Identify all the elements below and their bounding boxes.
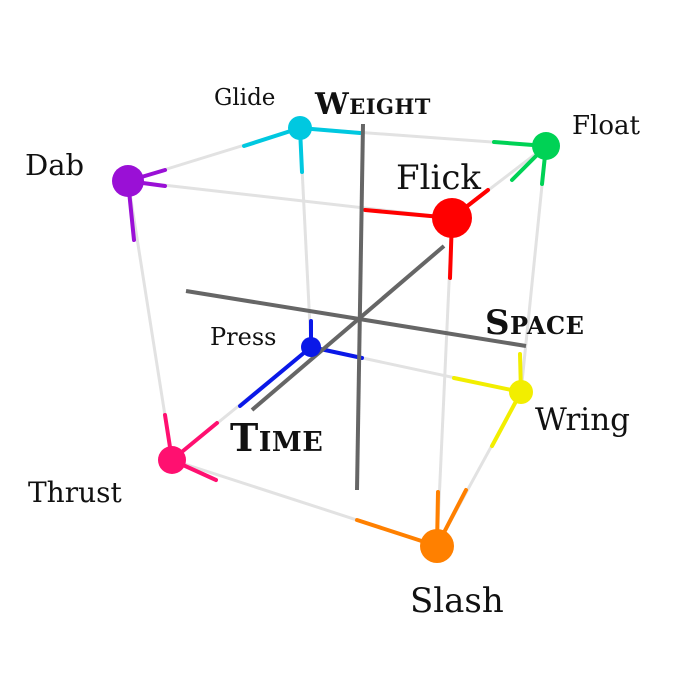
node-slash (420, 529, 454, 563)
axes (185, 123, 527, 491)
label-glide: Glide (214, 85, 275, 111)
node-dab (112, 165, 144, 197)
label-float: Float (572, 111, 641, 141)
axis-label-space: Space (485, 303, 584, 343)
node-float (532, 132, 560, 160)
axis-label-time: Time (230, 415, 323, 460)
node-labels: Glide Float Dab Flick Press Wring Thrust… (25, 85, 641, 621)
space-axis (185, 289, 527, 348)
label-wring: Wring (535, 402, 630, 438)
edge-stubs (126, 126, 548, 548)
time-axis (250, 244, 446, 412)
node-flick (432, 198, 472, 238)
axis-labels: Weight Space Time (230, 87, 584, 460)
label-dab: Dab (25, 148, 84, 182)
node-press (301, 337, 321, 357)
label-press: Press (210, 323, 276, 351)
node-glide (288, 116, 312, 140)
node-thrust (158, 446, 186, 474)
edge-float-wring (519, 145, 548, 393)
label-thrust: Thrust (28, 476, 122, 509)
nodes (112, 116, 560, 563)
axis-label-weight: Weight (314, 87, 431, 122)
label-slash: Slash (410, 581, 504, 621)
label-flick: Flick (396, 158, 481, 198)
node-wring (509, 380, 533, 404)
weight-axis (355, 123, 365, 491)
